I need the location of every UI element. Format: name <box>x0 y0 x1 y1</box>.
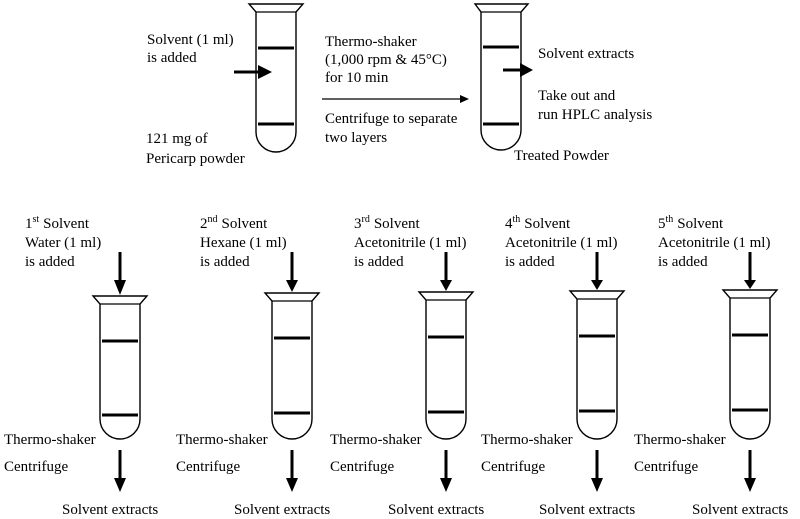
add-solvent-arrow <box>744 252 756 289</box>
shaker-label-line3: for 10 min <box>325 70 389 86</box>
step-heading-word: Solvent <box>524 216 571 232</box>
centrifuge-label-line1: Centrifuge to separate <box>325 111 458 127</box>
step-ordinal: 3 <box>354 216 362 232</box>
step-centrifuge-label: Centrifuge <box>481 459 545 475</box>
step-shaker-label: Thermo-shaker <box>330 432 422 448</box>
add-solvent-arrow <box>591 252 603 290</box>
step-shaker-label: Thermo-shaker <box>176 432 268 448</box>
shaker-label-line2: (1,000 rpm & 45°C) <box>325 52 447 68</box>
solvent-in-arrow <box>234 65 272 79</box>
step-ordinal-suffix: th <box>666 214 674 225</box>
step-centrifuge-label: Centrifuge <box>330 459 394 475</box>
step-heading-word: Solvent <box>374 216 421 232</box>
solvent-added-label-line1: Solvent (1 ml) <box>147 32 234 48</box>
extracts-label: Solvent extracts <box>538 46 634 62</box>
extract-arrow <box>744 450 756 492</box>
test-tube <box>91 295 149 440</box>
sample-label-line1: 121 mg of <box>146 131 208 147</box>
hplc-label-line2: run HPLC analysis <box>538 107 652 123</box>
step-extracts-label: Solvent extracts <box>388 502 484 518</box>
step-extracts-label: Solvent extracts <box>234 502 330 518</box>
sample-label-line2: Pericarp powder <box>146 151 245 167</box>
step-added-label: is added <box>505 254 555 270</box>
step-solvent-label: Water (1 ml) <box>25 235 101 251</box>
step-added-label: is added <box>25 254 75 270</box>
step-ordinal: 1 <box>25 216 33 232</box>
step-ordinal: 2 <box>200 216 208 232</box>
step-heading-word: Solvent <box>222 216 269 232</box>
step-heading: 2nd Solvent <box>200 214 268 232</box>
step-heading: 3rd Solvent <box>354 214 421 232</box>
centrifuge-label-line2: two layers <box>325 130 387 146</box>
add-solvent-arrow <box>286 252 298 292</box>
step-solvent-label: Hexane (1 ml) <box>200 235 287 251</box>
test-tube <box>417 291 475 440</box>
step-centrifuge-label: Centrifuge <box>176 459 240 475</box>
add-solvent-arrow <box>440 252 452 291</box>
step-ordinal-suffix: th <box>513 214 521 225</box>
step-added-label: is added <box>200 254 250 270</box>
process-arrow <box>322 95 469 103</box>
step-ordinal-suffix: rd <box>362 214 370 225</box>
extract-arrow <box>286 450 298 492</box>
step-centrifuge-label: Centrifuge <box>4 459 68 475</box>
step-extracts-label: Solvent extracts <box>692 502 788 518</box>
step-extracts-label: Solvent extracts <box>62 502 158 518</box>
step-extracts-label: Solvent extracts <box>539 502 635 518</box>
top-source-tube <box>247 3 305 153</box>
extract-out-arrow <box>503 63 533 77</box>
step-shaker-label: Thermo-shaker <box>481 432 573 448</box>
extract-arrow <box>114 450 126 492</box>
step-added-label: is added <box>354 254 404 270</box>
step-ordinal-suffix: st <box>33 214 40 225</box>
step-shaker-label: Thermo-shaker <box>634 432 726 448</box>
step-solvent-label: Acetonitrile (1 ml) <box>354 235 466 251</box>
step-shaker-label: Thermo-shaker <box>4 432 96 448</box>
treated-powder-label: Treated Powder <box>514 148 609 164</box>
test-tube <box>568 290 626 440</box>
step-solvent-label: Acetonitrile (1 ml) <box>505 235 617 251</box>
step-ordinal: 4 <box>505 216 513 232</box>
step-heading-word: Solvent <box>43 216 90 232</box>
top-treated-tube <box>473 3 530 151</box>
hplc-label-line1: Take out and <box>538 88 616 104</box>
shaker-label-line1: Thermo-shaker <box>325 34 417 50</box>
extract-arrow <box>440 450 452 492</box>
add-solvent-arrow <box>114 252 126 295</box>
step-ordinal-suffix: nd <box>208 214 218 225</box>
step-heading-word: Solvent <box>677 216 724 232</box>
solvent-added-label-line2: is added <box>147 50 197 66</box>
step-solvent-label: Acetonitrile (1 ml) <box>658 235 770 251</box>
step-centrifuge-label: Centrifuge <box>634 459 698 475</box>
step-ordinal: 5 <box>658 216 666 232</box>
test-tube <box>721 289 779 440</box>
extract-arrow <box>591 450 603 492</box>
test-tube <box>263 292 321 440</box>
step-added-label: is added <box>658 254 708 270</box>
